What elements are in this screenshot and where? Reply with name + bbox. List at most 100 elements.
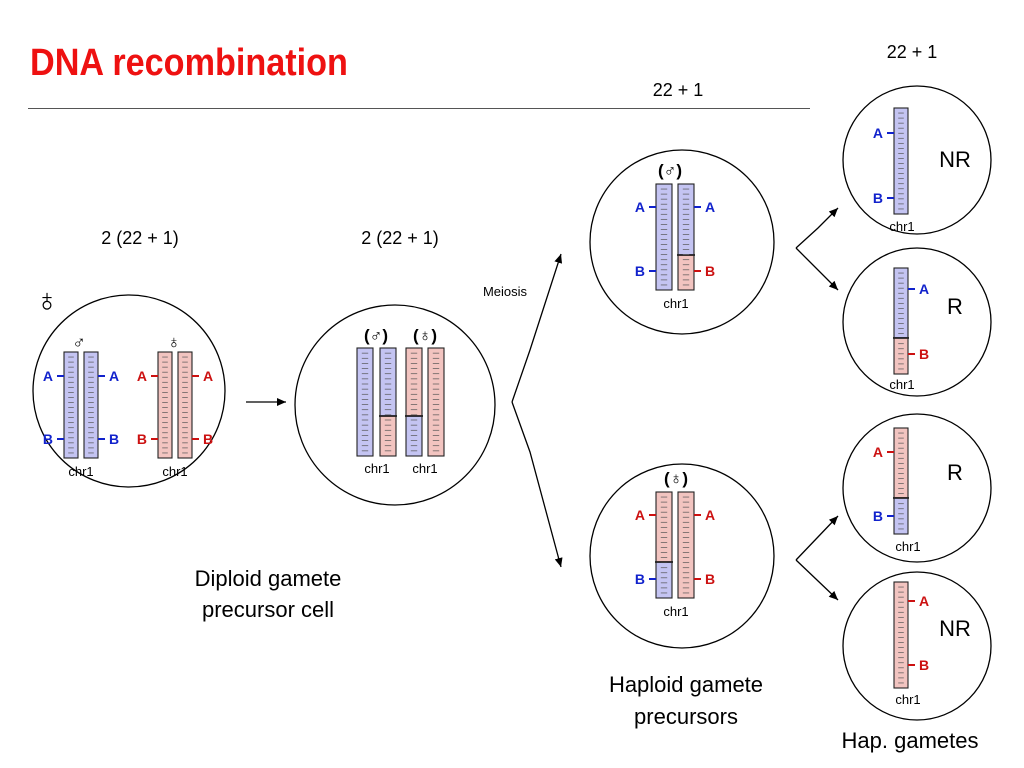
gamete-4-locus-b-label: B — [919, 657, 929, 673]
paternal-locus-a-left-label: A — [43, 368, 53, 384]
haploid-maternal-label: chr1 — [663, 604, 688, 619]
gamete-4-label: chr1 — [895, 692, 920, 707]
gamete-chromosome-count: 22 + 1 — [887, 42, 938, 62]
paternal-locus-b-left-label: B — [43, 431, 53, 447]
gamete-4-type: NR — [939, 616, 971, 641]
title-underline — [28, 108, 810, 109]
gamete-2-label: chr1 — [889, 377, 914, 392]
gamete-1-nr — [842, 85, 992, 235]
haploid-paternal-chromatid-2-outline — [677, 183, 695, 291]
haploid-maternal-chromatid-1-segment — [656, 561, 672, 598]
gamete-4-chromatid-outline — [893, 581, 909, 689]
paternal-locus-b-right-label: B — [109, 431, 119, 447]
maternal-locus-a-right-label: A — [203, 368, 213, 384]
replicated-chromosome-count: 2 (22 + 1) — [361, 228, 439, 248]
haploid-maternal-chromatid-2-segment — [678, 492, 694, 598]
caption-haploid-line2: precursors — [634, 704, 738, 729]
haploid-maternal-locus-a-left-label: A — [635, 507, 645, 523]
maternal-chromatid-2-outline — [177, 351, 193, 459]
gamete-2-chromatid-outline — [893, 267, 909, 375]
crossover-paternal-chromatid-2-outline — [379, 347, 397, 457]
haploid-paternal-chromatid-1-segment — [656, 184, 672, 290]
gamete-2-r — [842, 247, 992, 397]
maternal-chromosome-label: chr1 — [162, 464, 187, 479]
gamete-1-label: chr1 — [889, 219, 914, 234]
diploid-cell — [32, 294, 226, 488]
diploid-chromosome-count: 2 (22 + 1) — [101, 228, 179, 248]
haploid-maternal-chromatid-1-outline — [655, 491, 673, 599]
haploid-paternal-locus-a-right-label: A — [705, 199, 715, 215]
replicated-cell — [294, 304, 496, 506]
gamete-1-locus-b-label: B — [873, 190, 883, 206]
maternal-locus-b-left-label: B — [137, 431, 147, 447]
haploid-paternal-chromatid-2-segment — [678, 255, 694, 290]
gamete-3-label: chr1 — [895, 539, 920, 554]
maternal-symbol: ♁ — [167, 332, 181, 352]
meiosis-label: Meiosis — [483, 284, 528, 299]
gamete-4-chromatid-segment — [894, 582, 908, 688]
haploid-paternal-locus-b-left-label: B — [635, 263, 645, 279]
haploid-paternal-label: chr1 — [663, 296, 688, 311]
haploid-maternal-locus-a-right-label: A — [705, 507, 715, 523]
gamete-2-chromatid-segment — [894, 268, 908, 338]
crossover-maternal-label: chr1 — [412, 461, 437, 476]
crossover-paternal-chromatid-2-segment — [380, 348, 396, 417]
haploid-cell-paternal — [589, 149, 775, 335]
haploid-chromosome-count: 22 + 1 — [653, 80, 704, 100]
crossover-maternal-chromatid-2-segment — [428, 348, 444, 456]
crossover-maternal-chromatid-1-segment — [406, 348, 422, 417]
crossover-paternal-chromatid-2-segment — [380, 416, 396, 456]
gamete-3-locus-a-label: A — [873, 444, 883, 460]
gamete-1-locus-a-label: A — [873, 125, 883, 141]
haploid-maternal-chromatid-1-segment — [656, 492, 672, 562]
gamete-3-chromatid-outline — [893, 427, 909, 535]
arrow-gamete-4 — [795, 559, 839, 601]
gamete-3-chromatid-segment — [894, 497, 908, 534]
caption-diploid-line1: Diploid gamete — [195, 566, 342, 591]
arrow-gamete-1 — [795, 207, 839, 249]
paternal-symbol-paren: (♂) — [364, 326, 388, 345]
arrow-gamete-2 — [795, 247, 839, 291]
caption-diploid-line2: precursor cell — [202, 597, 334, 622]
gamete-2-locus-a-label: A — [919, 281, 929, 297]
crossover-maternal-chromatid-1-segment — [406, 416, 422, 456]
crossover-paternal-label: chr1 — [364, 461, 389, 476]
maternal-chromatid-1-segment — [158, 352, 172, 458]
gamete-3-r — [842, 413, 992, 563]
caption-gametes: Hap. gametes — [842, 728, 979, 753]
paternal-chromatid-1-segment — [64, 352, 78, 458]
gamete-4-nr — [842, 571, 992, 721]
gamete-3-chromatid-segment — [894, 428, 908, 498]
paternal-symbol: ♂ — [72, 332, 86, 352]
gamete-1-type: NR — [939, 147, 971, 172]
gamete-2-locus-b-label: B — [919, 346, 929, 362]
crossover-maternal-chromatid-1-outline — [405, 347, 423, 457]
arrow-meiosis-down — [511, 401, 563, 568]
maternal-symbol-paren: (♁) — [413, 326, 437, 345]
gamete-2-type: R — [947, 294, 963, 319]
gamete-3-type: R — [947, 460, 963, 485]
haploid-paternal-chromatid-1-outline — [655, 183, 673, 291]
organism-sex-symbol: ♁ — [35, 282, 59, 318]
crossover-paternal-chromatid-1-outline — [356, 347, 374, 457]
haploid-paternal-symbol: (♂) — [658, 161, 682, 180]
paternal-chromatid-2-segment — [84, 352, 98, 458]
paternal-chromosome-label: chr1 — [68, 464, 93, 479]
haploid-maternal-locus-b-right-label: B — [705, 571, 715, 587]
haploid-maternal-symbol: (♁) — [664, 469, 688, 488]
crossover-paternal-chromatid-1-segment — [357, 348, 373, 456]
haploid-paternal-locus-a-left-label: A — [635, 199, 645, 215]
paternal-chromatid-2-outline — [83, 351, 99, 459]
haploid-maternal-locus-b-left-label: B — [635, 571, 645, 587]
caption-haploid-line1: Haploid gamete — [609, 672, 763, 697]
maternal-chromatid-1-outline — [157, 351, 173, 459]
paternal-locus-a-right-label: A — [109, 368, 119, 384]
paternal-chromatid-1-outline — [63, 351, 79, 459]
gamete-1-chromatid-outline — [893, 107, 909, 215]
gamete-1-chromatid-segment — [894, 108, 908, 214]
maternal-chromatid-2-segment — [178, 352, 192, 458]
haploid-maternal-chromatid-2-outline — [677, 491, 695, 599]
crossover-maternal-chromatid-2-outline — [427, 347, 445, 457]
